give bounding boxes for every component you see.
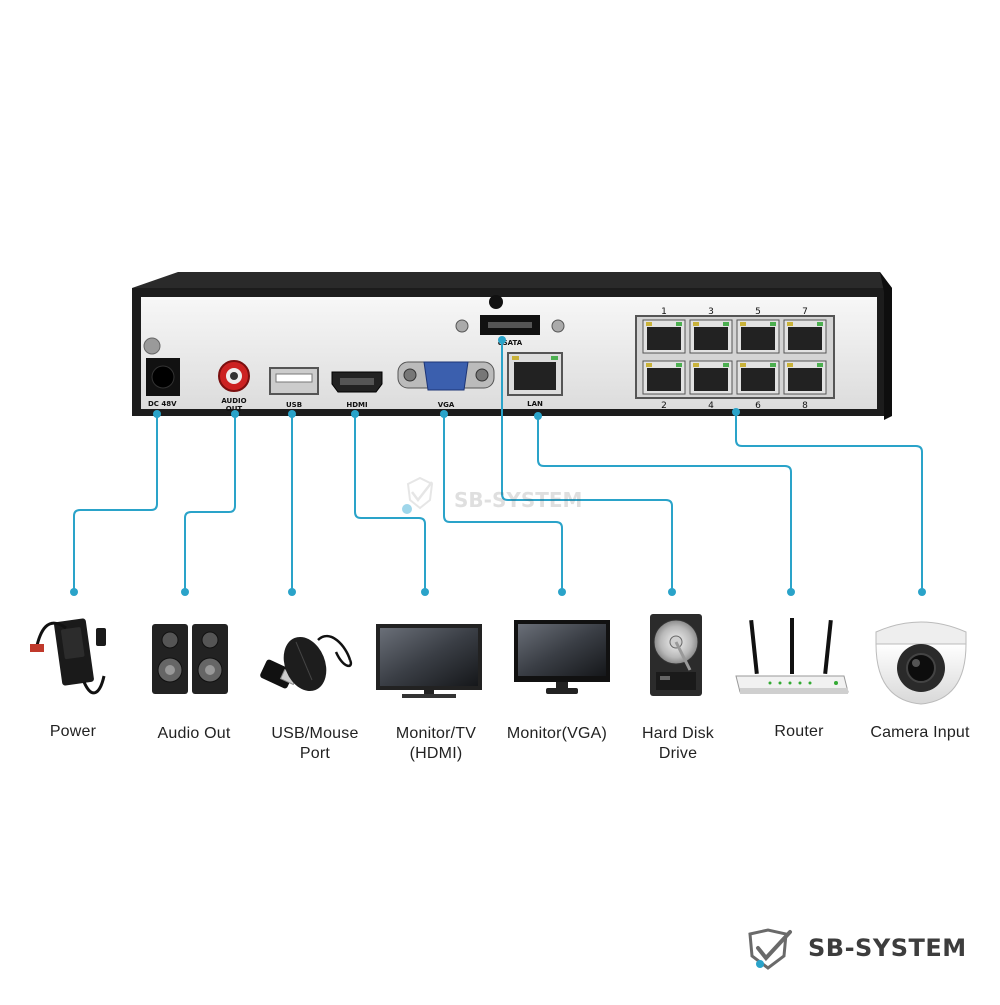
power-adapter-icon: [30, 618, 106, 695]
esata-screw-right-icon: [551, 319, 565, 333]
label-audio-out: Audio Out: [157, 725, 231, 742]
brand-logo: SB-SYSTEM: [744, 928, 984, 972]
dc-port-label: DC 48V: [148, 400, 177, 408]
vga-port-label: VGA: [438, 401, 455, 409]
label-router: Router: [774, 723, 824, 740]
connector-lines: [70, 336, 926, 596]
connector-power: [73, 414, 158, 592]
esata-port[interactable]: eSATA: [455, 295, 565, 347]
lan-led-right-icon: [551, 356, 558, 360]
poe-port-4[interactable]: [689, 360, 733, 395]
label-camera-input: Camera Input: [870, 724, 970, 741]
poe-number-bottom: 4: [708, 401, 714, 411]
brand-shield-icon: [748, 928, 792, 970]
label-monitor-vga: Monitor(VGA): [506, 725, 608, 742]
hdmi-pins: [340, 378, 374, 385]
mouse-usb-icon: [260, 634, 353, 692]
dome-camera-icon: [875, 621, 967, 705]
connector-power-end-dot: [70, 588, 78, 596]
poe-number-bottom: 8: [802, 401, 808, 411]
audio-port-label-line2: OUT: [226, 405, 243, 413]
connector-hdmi: [354, 414, 426, 592]
vga-screw-right-icon: [475, 368, 489, 382]
label-usb-mouse: USB/Mouse Port: [271, 725, 359, 762]
connector-hdd: [501, 340, 673, 592]
vga-socket-icon: [423, 361, 469, 391]
esata-led-icon: [489, 295, 503, 309]
connector-hdd-start-dot: [498, 336, 506, 344]
poe-port-7[interactable]: [783, 319, 827, 354]
watermark-dot: [402, 504, 412, 514]
lan-port-label: LAN: [527, 400, 543, 408]
poe-port-6[interactable]: [736, 360, 780, 395]
poe-port-block: 1 2 3 4 5 6 7 8: [635, 307, 835, 411]
brand-name: SB-SYSTEM: [808, 934, 967, 962]
esata-screw-left-icon: [455, 319, 469, 333]
poe-number-top: 5: [755, 307, 761, 317]
watermark: SB-SYSTEM: [396, 478, 616, 518]
vga-port[interactable]: VGA: [397, 361, 495, 409]
connector-camera-start-dot: [732, 408, 740, 416]
usb-port[interactable]: USB: [269, 367, 319, 409]
connector-router-start-dot: [534, 412, 542, 420]
lan-port[interactable]: LAN: [507, 352, 563, 408]
hard-disk-icon: [650, 614, 702, 696]
nvr-side: [880, 272, 892, 420]
poe-port-2[interactable]: [642, 360, 686, 395]
monitor-tv-icon: [376, 624, 482, 698]
watermark-shield-icon: [406, 476, 434, 510]
connector-vga: [443, 414, 563, 592]
ground-screw-icon: [143, 337, 161, 355]
poe-port-8[interactable]: [783, 360, 827, 395]
usb-port-label: USB: [286, 401, 302, 409]
poe-number-bottom: 6: [755, 401, 761, 411]
rca-jack-pin-icon: [230, 372, 238, 380]
esata-slot: [488, 322, 532, 328]
connector-audio: [184, 414, 236, 592]
dc-power-port[interactable]: DC 48V: [143, 337, 180, 408]
connector-usb-start-dot: [288, 410, 296, 418]
connector-audio-start-dot: [231, 410, 239, 418]
watermark-text: SB-SYSTEM: [454, 488, 583, 512]
poe-number-top: 1: [661, 307, 667, 317]
poe-port-3[interactable]: [689, 319, 733, 354]
connector-usb-end-dot: [288, 588, 296, 596]
connector-router-end-dot: [787, 588, 795, 596]
poe-number-top: 7: [802, 307, 808, 317]
lan-socket-hole-icon: [514, 362, 556, 390]
dc-jack-hole-icon: [151, 365, 175, 389]
poe-port-5[interactable]: [736, 319, 780, 354]
hdmi-port-label: HDMI: [346, 401, 367, 409]
poe-port-1[interactable]: [642, 319, 686, 354]
esata-port-label: eSATA: [498, 339, 523, 347]
label-hard-disk: Hard Disk Drive: [641, 725, 715, 762]
connector-hdmi-start-dot: [351, 410, 359, 418]
router-icon: [735, 618, 849, 694]
poe-number-bottom: 2: [661, 401, 667, 411]
connector-vga-start-dot: [440, 410, 448, 418]
hdmi-port[interactable]: HDMI: [331, 371, 383, 409]
speakers-icon: [152, 624, 228, 694]
connector-power-start-dot: [153, 410, 161, 418]
audio-port-label-line1: AUDIO: [221, 397, 246, 405]
nvr-top-edge: [132, 272, 892, 288]
monitor-vga-icon: [514, 620, 610, 694]
connector-camera: [735, 412, 923, 592]
connector-router: [537, 416, 792, 592]
connector-audio-end-dot: [181, 588, 189, 596]
lan-led-left-icon: [512, 356, 519, 360]
audio-out-port[interactable]: AUDIO OUT: [218, 360, 250, 413]
connector-vga-end-dot: [558, 588, 566, 596]
label-power: Power: [49, 723, 97, 740]
label-monitor-hdmi: Monitor/TV (HDMI): [395, 725, 477, 762]
vga-screw-left-icon: [403, 368, 417, 382]
usb-tongue-icon: [275, 373, 313, 383]
connector-hdmi-end-dot: [421, 588, 429, 596]
poe-number-top: 3: [708, 307, 714, 317]
connector-hdd-end-dot: [668, 588, 676, 596]
connector-camera-end-dot: [918, 588, 926, 596]
